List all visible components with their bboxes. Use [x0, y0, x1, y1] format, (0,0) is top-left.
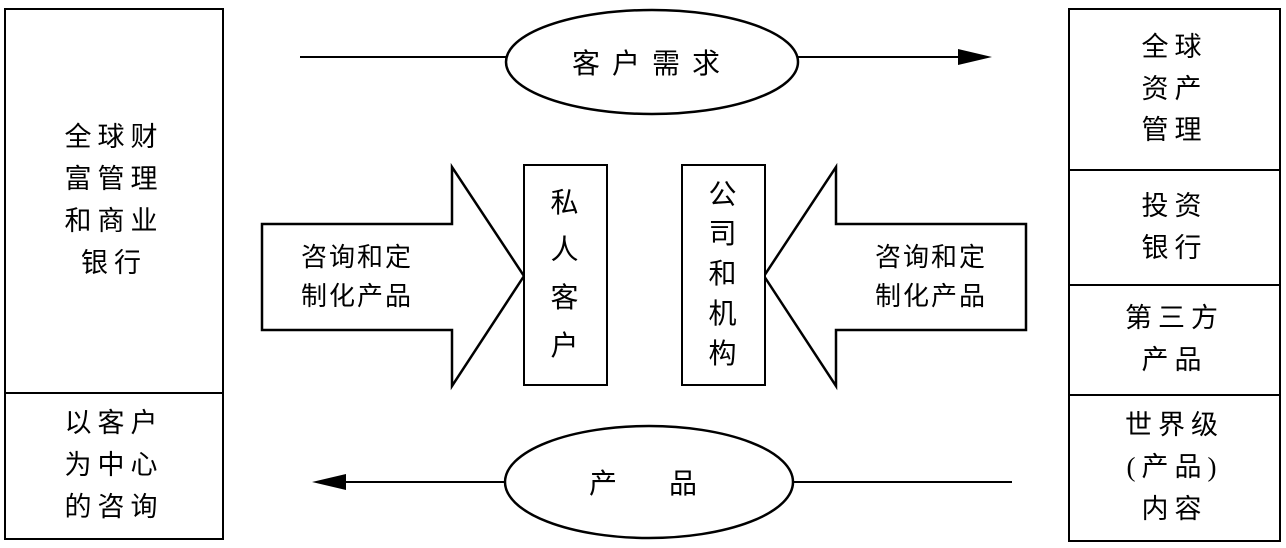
products-ellipse: [503, 424, 795, 540]
products-label: 产 品: [588, 469, 709, 500]
right-panel-cell-third-party-products: 第三方 产品: [1068, 284, 1281, 396]
left-arrow-label: 咨询和定 制化产品: [300, 243, 413, 311]
right-panel: 全球 资产 管理 投资 银行 第三方 产品 世界级 (产品) 内容: [1068, 8, 1281, 542]
top-flow-arrowhead-icon: [958, 49, 992, 65]
right-arrow-label: 咨询和定 制化产品: [874, 243, 987, 311]
corporates-institutions-box: 公 司 和 机 构: [681, 164, 766, 386]
private-clients-box: 私 人 客 户: [523, 164, 608, 386]
right-panel-cell-investment-bank: 投资 银行: [1068, 169, 1281, 286]
right-panel-cell-global-asset-management: 全球 资产 管理: [1068, 8, 1281, 171]
left-block-arrow: [260, 162, 526, 391]
customer-needs-label: 客户需求: [571, 49, 732, 80]
left-panel: 全球财 富管理 和商业 银行 以客户 为中心 的咨询: [4, 8, 224, 540]
customer-needs-ellipse: [504, 8, 800, 116]
bottom-flow-arrowhead-icon: [312, 474, 346, 490]
right-panel-cell-world-class-content: 世界级 (产品) 内容: [1068, 394, 1281, 542]
right-block-arrow: [762, 162, 1028, 391]
left-panel-bottom-cell: 以客户 为中心 的咨询: [4, 392, 224, 540]
left-panel-top-cell: 全球财 富管理 和商业 银行: [4, 8, 224, 394]
